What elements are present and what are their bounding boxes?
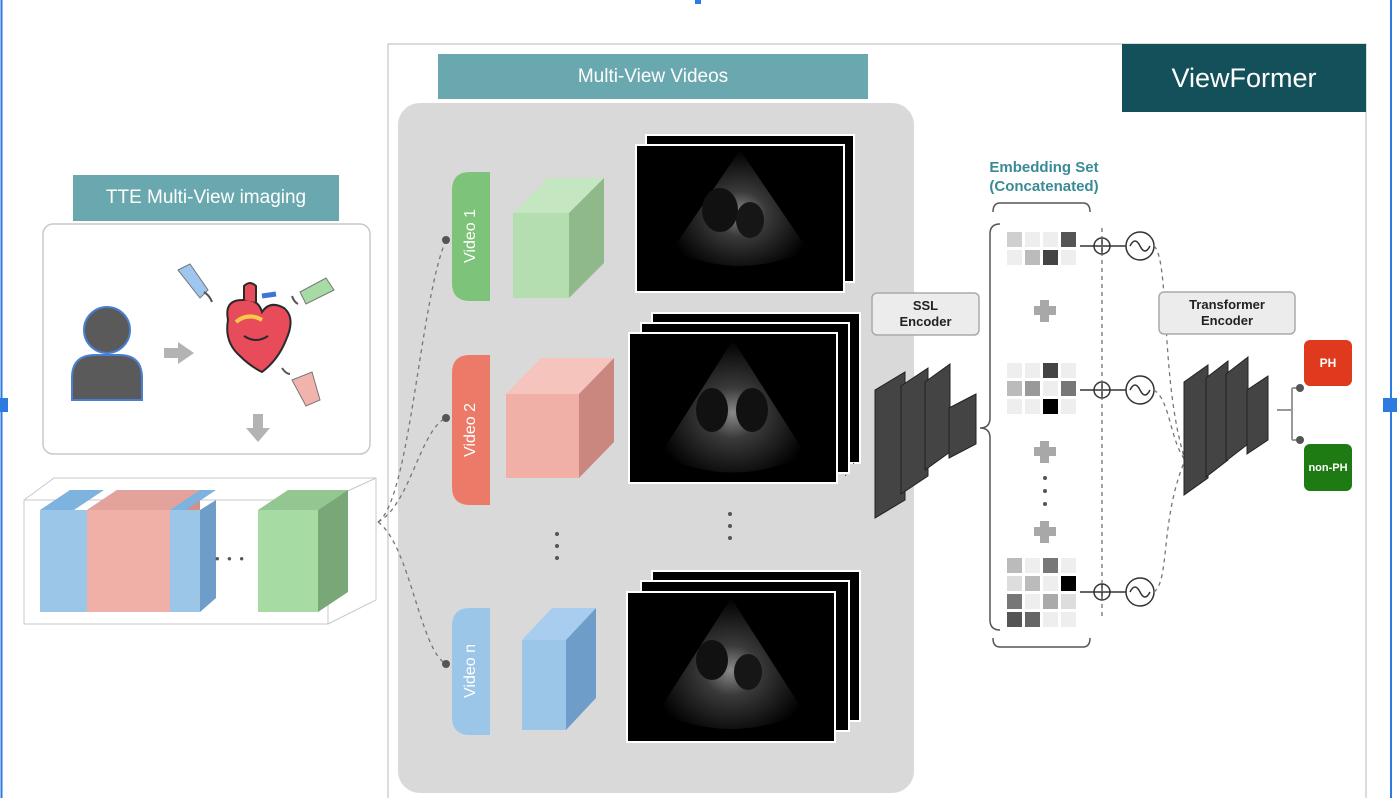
embedding-cell (1007, 399, 1022, 414)
embedding-cell (1043, 576, 1058, 591)
output-dot (1296, 384, 1304, 392)
embedding-cell (1043, 250, 1058, 265)
connector-dot (442, 414, 450, 422)
embedding-cell (1007, 250, 1022, 265)
ultrasound-probe-icon (177, 263, 335, 407)
embedding-cell (1025, 232, 1040, 247)
user-icon (71, 306, 143, 401)
video-2-label: Video 2 (462, 403, 479, 457)
embedding-grids (1007, 232, 1076, 627)
embedding-cell (1061, 558, 1076, 573)
embedding-cell (1025, 558, 1040, 573)
embedding-cell (1025, 381, 1040, 396)
ultrasound-frames-1 (635, 134, 855, 293)
embedding-cell (1061, 250, 1076, 265)
embedding-cell (1061, 363, 1076, 378)
embedding-cell (1025, 612, 1040, 627)
embedding-cell (1007, 576, 1022, 591)
video-2-pill (452, 355, 490, 505)
embedding-cell (1007, 594, 1022, 609)
video-2-cube (506, 358, 614, 478)
connector-lines (377, 239, 447, 665)
ph-output: PH (1304, 340, 1352, 386)
embedding-cell (1025, 363, 1040, 378)
svg-text:·: · (844, 470, 847, 481)
embedding-cell (1025, 250, 1040, 265)
ultrasound-frames-n (626, 570, 861, 743)
vertical-ellipsis (1043, 476, 1047, 506)
embedding-cell (1007, 381, 1022, 396)
embedding-set-title: Embedding Set (Concatenated) (989, 159, 1099, 195)
video-1-label: Video 1 (462, 209, 479, 263)
ssl-encoder-box (871, 292, 980, 336)
ssl-encoder-layers (874, 363, 977, 519)
vertical-ellipsis (555, 512, 732, 560)
embedding-braces (979, 202, 1091, 648)
stack-ellipsis: • • • (215, 551, 246, 566)
embedding-cell (1043, 399, 1058, 414)
embedding-cell (1043, 594, 1058, 609)
transformer-encoder-box (1158, 291, 1296, 335)
frame-right-handle (1383, 398, 1397, 412)
frame-top-handle (695, 0, 701, 4)
output-dot (1296, 436, 1304, 444)
embedding-cell (1043, 381, 1058, 396)
non-ph-output: non-PH (1304, 444, 1352, 491)
embedding-cell (1025, 399, 1040, 414)
arrow-down-icon (246, 414, 270, 442)
ultrasound-frames-2: · · (628, 312, 861, 484)
embedding-cell (1061, 576, 1076, 591)
embedding-cell (1007, 558, 1022, 573)
plus-icon (1034, 300, 1056, 543)
viewformer-title: ViewFormer (1122, 44, 1366, 112)
embedding-cell (1007, 232, 1022, 247)
transformer-encoder-label: Transformer Encoder (1189, 297, 1265, 328)
svg-text:·: · (852, 458, 855, 469)
ssl-encoder-label: SSL Encoder (899, 298, 952, 329)
embedding-cell (1043, 558, 1058, 573)
embedding-cell (1043, 363, 1058, 378)
embedding-cell (1007, 363, 1022, 378)
embedding-cell (1043, 612, 1058, 627)
heart-icon (226, 282, 292, 374)
embedding-cell (1007, 612, 1022, 627)
video-n-label: Video n (462, 644, 479, 698)
embedding-cell (1061, 399, 1076, 414)
video-n-pill (452, 608, 490, 735)
connector-dot (442, 236, 450, 244)
arrow-right-icon (164, 342, 194, 364)
video-n-cube (522, 608, 596, 730)
embedding-cell (1061, 594, 1076, 609)
frame-left-handle (0, 398, 8, 412)
video-1-pill (452, 172, 490, 301)
embedding-cell (1043, 232, 1058, 247)
embedding-cell (1061, 381, 1076, 396)
embedding-cell (1061, 232, 1076, 247)
embedding-cell (1025, 594, 1040, 609)
stack-blocks (40, 490, 348, 612)
connector-dot (442, 660, 450, 668)
videos-panel-title: Multi-View Videos (438, 54, 868, 99)
embedding-cell (1061, 612, 1076, 627)
embedding-cell (1025, 576, 1040, 591)
transformer-encoder-layers (1183, 355, 1269, 496)
imaging-title: TTE Multi-View imaging (73, 175, 339, 221)
video-1-cube (513, 178, 604, 298)
